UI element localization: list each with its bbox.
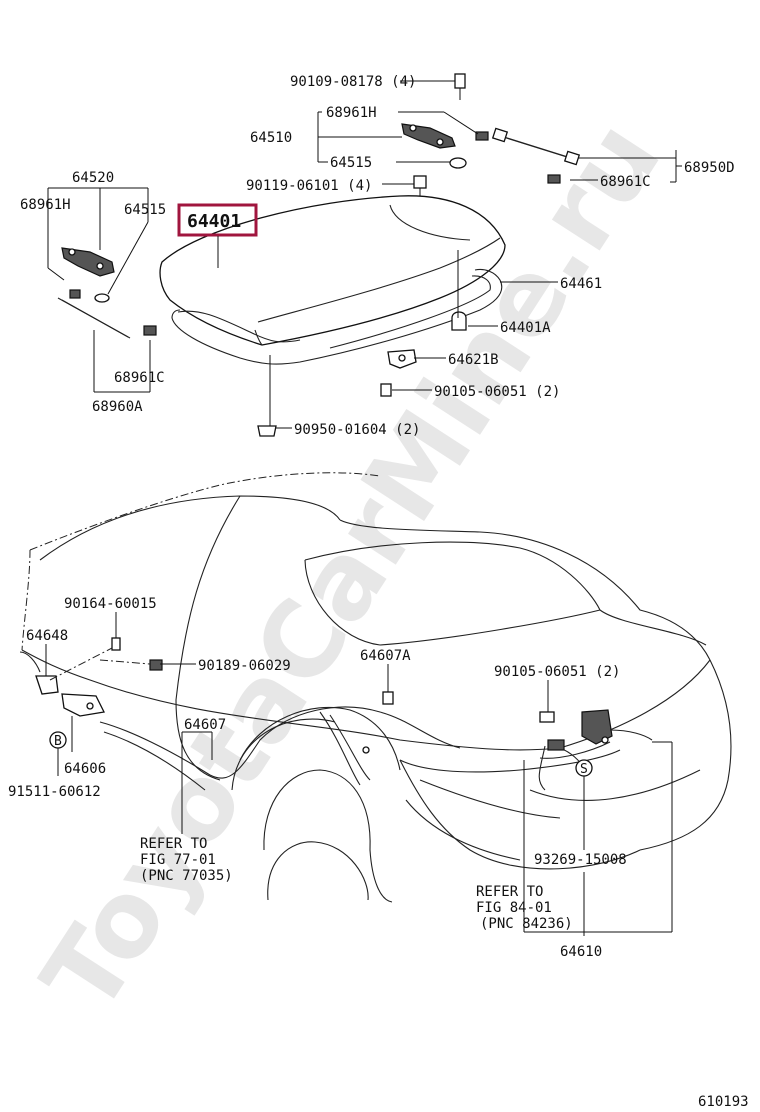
callout-90189-06029[interactable]: 90189-06029 [198, 658, 291, 674]
callout-68950d[interactable]: 68950D [684, 160, 735, 176]
trunk-lock-assembly [538, 709, 653, 791]
refer-right-line3: (PNC 84236) [480, 916, 573, 932]
bolt-90119-06101 [413, 175, 427, 196]
bottom-leader-lines [45, 612, 673, 936]
stud-68961c-left [143, 325, 157, 336]
trunk-lid-panel [159, 195, 506, 346]
highlight-box-64401 [177, 203, 258, 237]
callout-68961c-left[interactable]: 68961C [114, 370, 165, 386]
weatherstrip-seal [171, 268, 503, 365]
rear-wheel-arch [231, 706, 401, 903]
callout-93269-15008[interactable]: 93269-15008 [534, 852, 627, 868]
callout-90164-60015[interactable]: 90164-60015 [64, 596, 157, 612]
callout-68961c-right[interactable]: 68961C [600, 174, 651, 190]
refer-right-line2: FIG 84-01 [476, 900, 552, 916]
callout-64401[interactable]: 64401 [187, 211, 241, 232]
refer-left-line3: (PNC 77035) [140, 868, 233, 884]
callout-91511-60612[interactable]: 91511-60612 [8, 784, 101, 800]
callout-64606[interactable]: 64606 [64, 761, 106, 777]
gas-strut-68960a [57, 297, 131, 339]
bolt-90105-06051-bottom [539, 711, 555, 723]
callout-64520[interactable]: 64520 [72, 170, 114, 186]
plug-90950-01604 [257, 425, 277, 437]
callout-64515-top[interactable]: 64515 [330, 155, 372, 171]
lid-release-lever-64606 [61, 693, 105, 717]
fuel-lid-opener-cable-64607 [99, 706, 461, 791]
top-leader-lines [47, 80, 682, 429]
refer-to-fig-84-01[interactable]: REFER TO FIG 84-01 (PNC 84236) [476, 884, 573, 932]
stud-68961c-right [547, 174, 561, 184]
callout-64607a[interactable]: 64607A [360, 648, 411, 664]
refer-left-line2: FIG 77-01 [140, 852, 216, 868]
callout-64461[interactable]: 64461 [560, 276, 602, 292]
callout-90119-06101[interactable]: 90119-06101 (4) [246, 178, 372, 194]
bracket-64648 [19, 651, 59, 695]
figure-number: 610193 [698, 1094, 749, 1110]
callout-64401a[interactable]: 64401A [500, 320, 551, 336]
callout-68960a[interactable]: 68960A [92, 399, 143, 415]
refer-to-fig-77-01[interactable]: REFER TO FIG 77-01 (PNC 77035) [140, 836, 233, 884]
hinge-64520 [61, 247, 115, 277]
callout-90950-01604[interactable]: 90950-01604 (2) [294, 422, 420, 438]
callout-68961h-left[interactable]: 68961H [20, 197, 71, 213]
cylinder-93269-15008: S [575, 759, 593, 777]
callout-90105-06051-bottom[interactable]: 90105-06051 (2) [494, 664, 620, 680]
washer-64515-left [94, 293, 110, 303]
callout-68961h-top[interactable]: 68961H [326, 105, 377, 121]
badge-s-text: S [580, 762, 588, 777]
stud-68961h-left [69, 289, 81, 299]
hinge-64510 [401, 123, 456, 149]
refer-left-line1: REFER TO [140, 836, 207, 852]
clip-90189-06029 [149, 659, 163, 671]
callout-64610[interactable]: 64610 [560, 944, 602, 960]
bolt-90164-60015 [111, 637, 121, 651]
bolt-90109-08178 [454, 73, 466, 100]
bumper-64401a [451, 311, 467, 331]
callout-64648[interactable]: 64648 [26, 628, 68, 644]
washer-64515-top [449, 157, 467, 169]
lock-64621b [387, 349, 417, 369]
refer-right-line1: REFER TO [476, 884, 543, 900]
badge-b-text: B [54, 734, 62, 749]
callout-64515-left[interactable]: 64515 [124, 202, 166, 218]
callout-64607[interactable]: 64607 [184, 717, 226, 733]
badge-b: B [49, 731, 67, 749]
car-body-outline [21, 472, 732, 870]
clip-64607a [382, 691, 394, 705]
callout-90105-06051-top[interactable]: 90105-06051 (2) [434, 384, 560, 400]
callout-90109-08178[interactable]: 90109-08178 (4) [290, 74, 416, 90]
gas-strut-68950d [491, 127, 581, 166]
callout-64621b[interactable]: 64621B [448, 352, 499, 368]
callout-64510[interactable]: 64510 [250, 130, 292, 146]
bolt-90105-06051-top [380, 383, 392, 397]
stud-68961h-top [475, 131, 489, 141]
